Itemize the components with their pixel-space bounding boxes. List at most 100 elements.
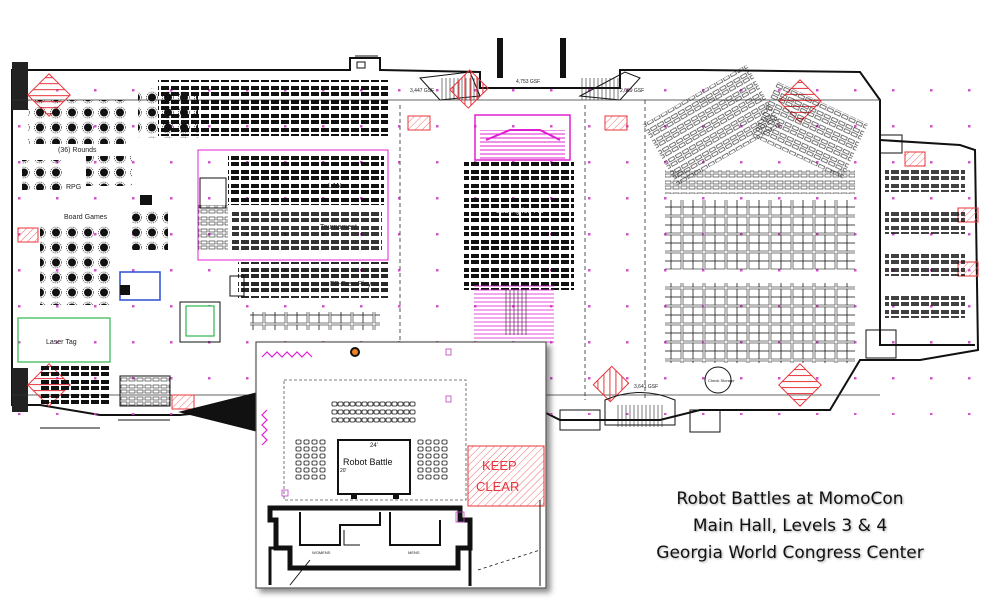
- inset-callout-pointer: [178, 392, 258, 432]
- chair: [311, 439, 318, 445]
- chair: [319, 460, 326, 466]
- chair: [425, 474, 432, 480]
- chair: [373, 401, 380, 407]
- chair: [385, 409, 392, 415]
- chair: [349, 401, 356, 407]
- chair: [349, 409, 356, 415]
- chair: [425, 439, 432, 445]
- chair: [425, 453, 432, 459]
- chair: [397, 401, 404, 407]
- chair: [385, 417, 392, 423]
- chair: [373, 409, 380, 415]
- robot-battle-inset-content: Robot Battle 24' 20' KEEP CLEAR WOMENS M…: [261, 347, 545, 586]
- area-bottom-label: 3,641 GSF: [634, 384, 658, 390]
- area-left-label: 3,447 GSF: [410, 88, 434, 94]
- keep-clear-line2: CLEAR: [476, 479, 519, 494]
- caption-line-1: Robot Battles at MomoCon: [676, 489, 904, 509]
- chair: [417, 439, 424, 445]
- chair: [361, 417, 368, 423]
- main-stage-area: Seating for 448: [464, 114, 574, 345]
- chair: [403, 401, 410, 407]
- chair: [331, 417, 338, 423]
- chair: [391, 417, 398, 423]
- area-center-label: 4,753 GSF: [516, 79, 540, 85]
- chair: [355, 417, 362, 423]
- chair: [409, 409, 416, 415]
- chair: [397, 409, 404, 415]
- chair: [319, 446, 326, 452]
- chair: [303, 439, 310, 445]
- chair: [355, 401, 362, 407]
- chair: [319, 467, 326, 473]
- chair: [433, 460, 440, 466]
- map-caption: Robot Battles at MomoCon Main Hall, Leve…: [610, 486, 970, 567]
- chair: [433, 446, 440, 452]
- chair: [367, 401, 374, 407]
- area-right-label: 2,669 GSF: [620, 88, 644, 94]
- chair: [349, 417, 356, 423]
- caption-line-2: Main Hall, Levels 3 & 4: [692, 516, 888, 536]
- chair: [303, 453, 310, 459]
- womens-restroom-label: WOMENS: [312, 550, 331, 555]
- chair: [311, 446, 318, 452]
- chair: [417, 467, 424, 473]
- chair: [425, 446, 432, 452]
- chair: [441, 474, 448, 480]
- chair: [433, 439, 440, 445]
- chair: [367, 417, 374, 423]
- label-rounds: (36) Rounds: [58, 147, 97, 154]
- chair: [355, 409, 362, 415]
- chair: [433, 474, 440, 480]
- chair: [319, 474, 326, 480]
- exhibit-booths: Check Storage: [642, 64, 965, 394]
- label-rpg: RPG: [66, 184, 81, 191]
- chair: [417, 446, 424, 452]
- chair: [319, 439, 326, 445]
- chair: [337, 401, 344, 407]
- chair: [441, 467, 448, 473]
- arena-width-label: 24': [370, 443, 378, 449]
- chair: [403, 417, 410, 423]
- label-board-games: Board Games: [64, 214, 108, 221]
- arena-depth-label: 20': [340, 468, 347, 474]
- chair: [441, 439, 448, 445]
- chair: [379, 417, 386, 423]
- chair: [295, 446, 302, 452]
- chair: [385, 401, 392, 407]
- chair: [303, 467, 310, 473]
- chair: [417, 474, 424, 480]
- chair: [403, 409, 410, 415]
- chair: [379, 401, 386, 407]
- chair: [379, 409, 386, 415]
- chair: [319, 453, 326, 459]
- chair: [311, 453, 318, 459]
- inset-chair-rows: [295, 401, 448, 480]
- chair: [295, 460, 302, 466]
- chair: [361, 401, 368, 407]
- chair: [343, 417, 350, 423]
- label-tournament: Tournament: [320, 224, 357, 231]
- chair: [343, 401, 350, 407]
- lan-tournament-area: LAN Tournament FP-Free Play: [158, 80, 389, 343]
- chair: [295, 467, 302, 473]
- chair: [367, 409, 374, 415]
- label-laser-tag: Laser Tag: [46, 339, 77, 346]
- chair: [425, 460, 432, 466]
- chair: [303, 474, 310, 480]
- chair: [441, 453, 448, 459]
- chair: [311, 474, 318, 480]
- robot-battle-label: Robot Battle: [343, 457, 393, 467]
- chair: [311, 460, 318, 466]
- chair: [391, 401, 398, 407]
- label-lan: LAN: [328, 183, 342, 190]
- chair: [409, 401, 416, 407]
- chair: [417, 460, 424, 466]
- chair: [441, 460, 448, 466]
- chair: [331, 409, 338, 415]
- chair: [391, 409, 398, 415]
- chair: [303, 446, 310, 452]
- label-check-room: Check Storage: [708, 378, 735, 383]
- chair: [397, 417, 404, 423]
- area-labels: 3,447 GSF 4,753 GSF 2,669 GSF 3,641 GSF: [410, 79, 658, 390]
